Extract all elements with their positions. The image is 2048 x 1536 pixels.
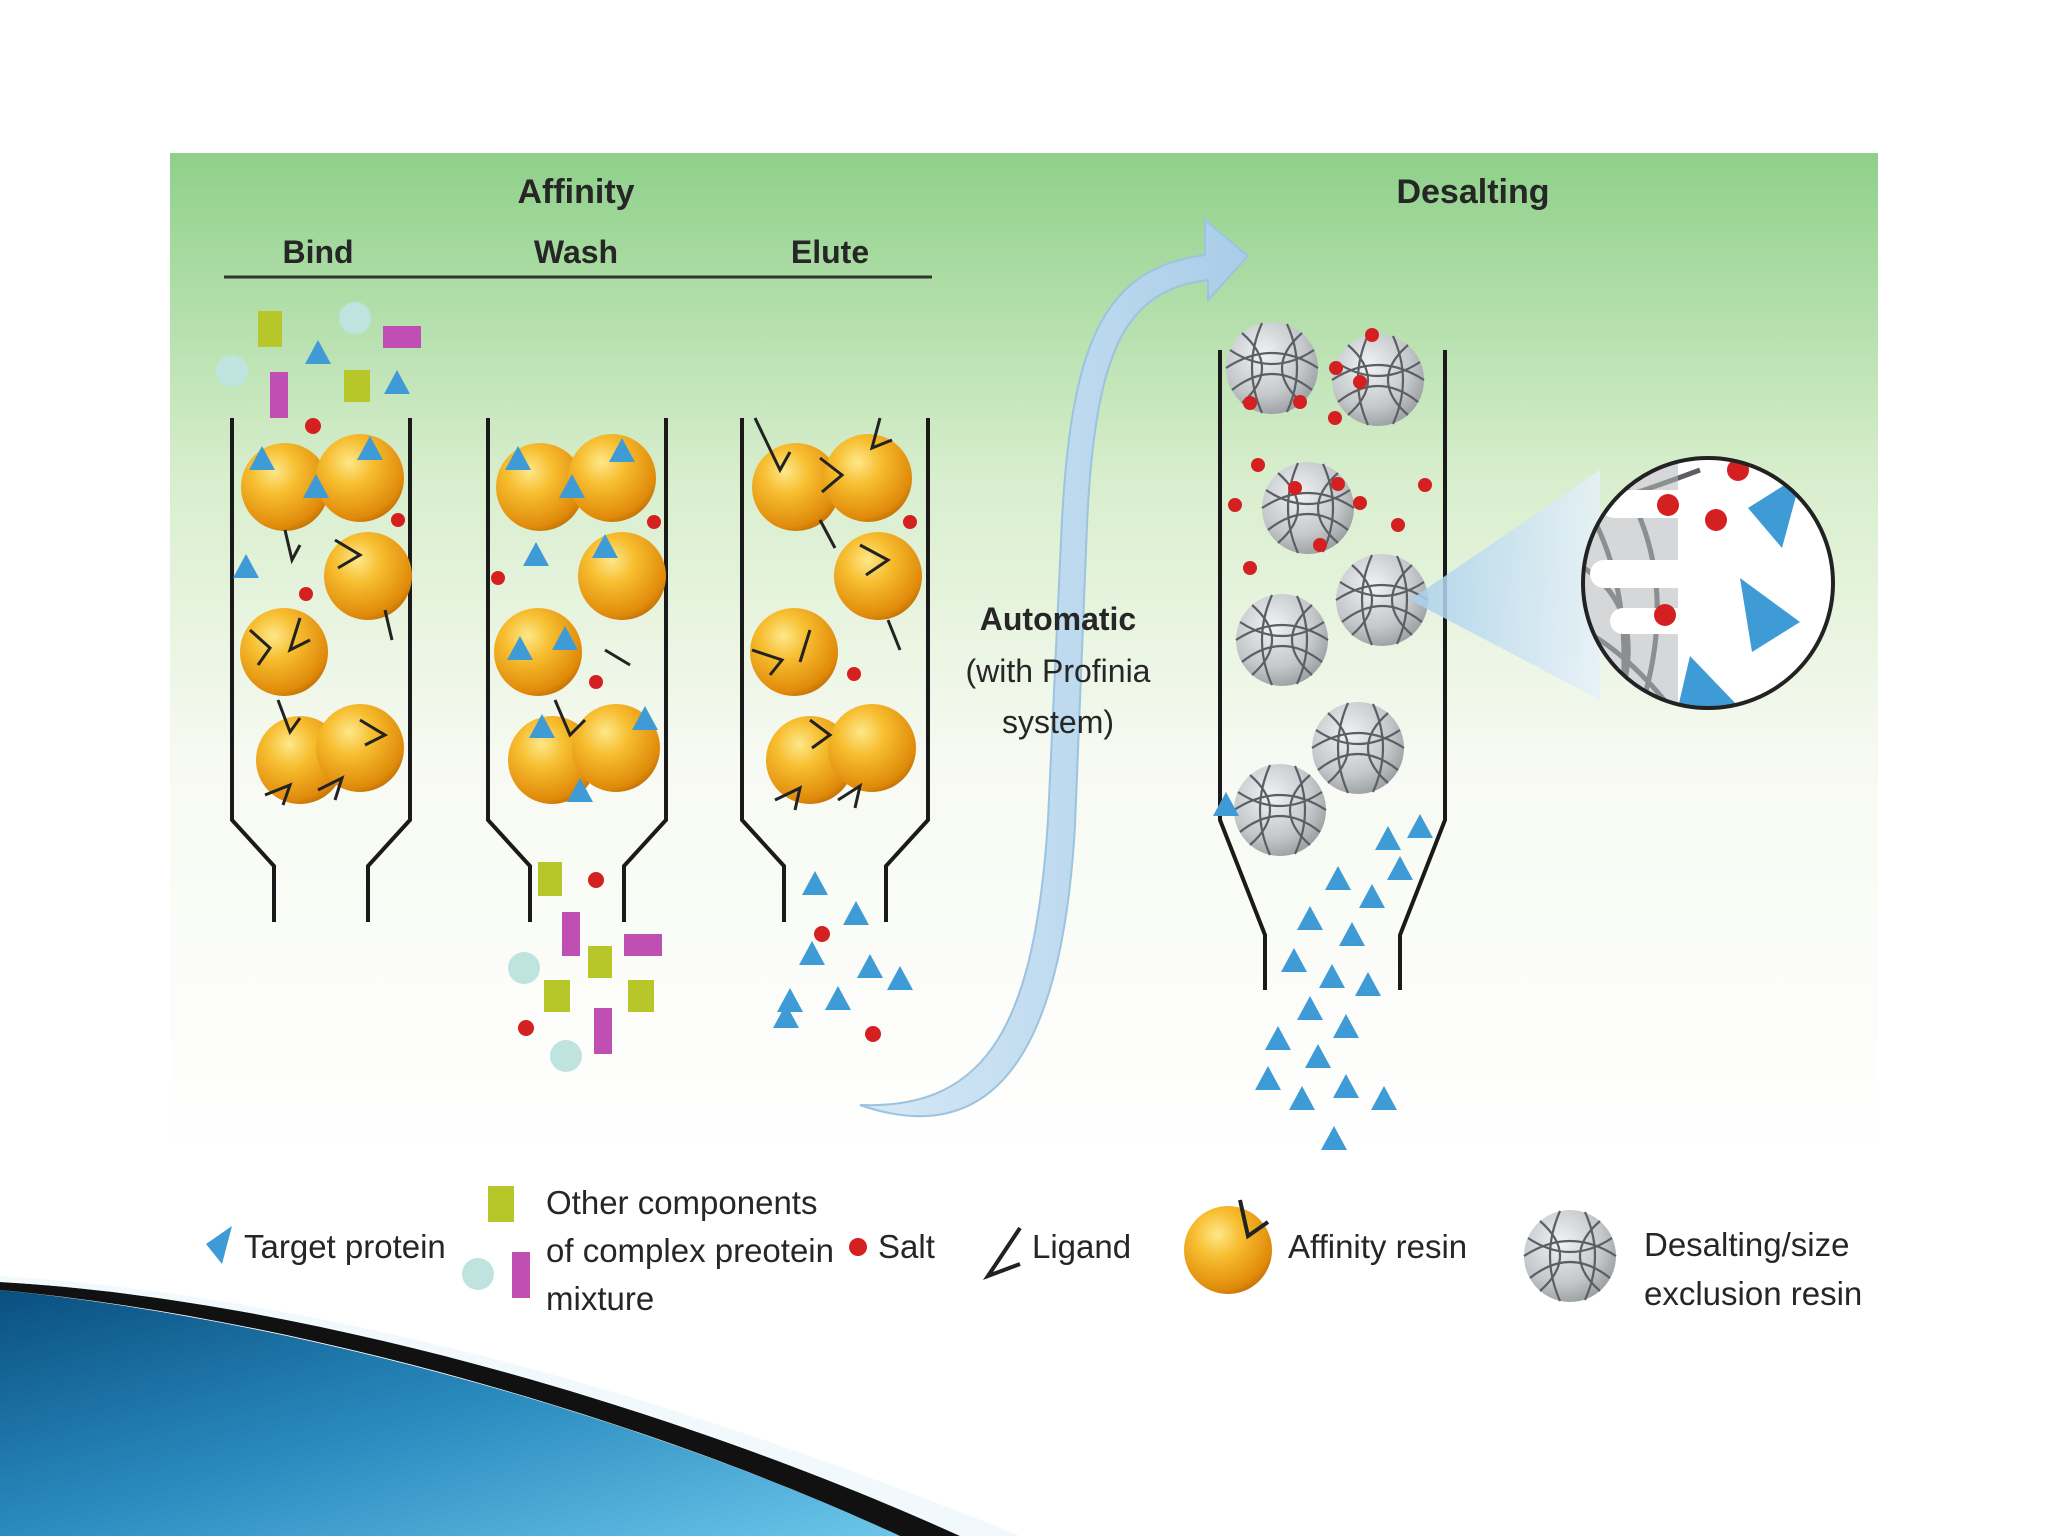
affinity-bead: [240, 608, 328, 696]
contaminant-rect: [270, 372, 288, 418]
affinity-bead: [316, 434, 404, 522]
ligand-group: [248, 529, 394, 806]
elute-column: [740, 417, 930, 1042]
desalting-bead: [1260, 460, 1356, 556]
desalting-bead: [1310, 700, 1406, 796]
automatic-transfer-arrow: [859, 217, 1250, 1118]
contaminant-square: [588, 946, 612, 978]
affinity-bead: [828, 704, 916, 792]
legend-target-protein-icon: [206, 1226, 232, 1264]
arrow-label-line-1: Automatic: [980, 601, 1136, 637]
legend-ligand-icon: [982, 1226, 1022, 1281]
contaminant-rect: [562, 912, 580, 956]
affinity-bead: [324, 532, 412, 620]
salt-dot: [647, 515, 661, 529]
salt-dot: [518, 1020, 534, 1036]
column-wall: [486, 418, 532, 922]
contaminant-circle: [339, 302, 371, 334]
legend-salt-label: Salt: [878, 1228, 935, 1265]
step-elute-label: Elute: [791, 234, 869, 270]
legend-affinity-resin-icon: [1184, 1206, 1272, 1294]
affinity-bead: [834, 532, 922, 620]
affinity-bead: [578, 532, 666, 620]
step-bind-label: Bind: [282, 234, 353, 270]
legend-circle-icon: [462, 1258, 494, 1290]
arrow-label-line-2: (with Profinia: [966, 653, 1151, 689]
contaminant-square: [258, 311, 282, 347]
ligand-group: [553, 648, 631, 738]
salt-dot: [391, 513, 405, 527]
affinity-bead: [316, 704, 404, 792]
legend-affinity-resin-label: Affinity resin: [1288, 1228, 1467, 1265]
salt-dot: [589, 675, 603, 689]
target-protein: [1676, 656, 1738, 708]
legend: Target protein Other components of compl…: [206, 1184, 1862, 1317]
arrow-label-line-3: system): [1002, 704, 1114, 740]
affinity-bead: [568, 434, 656, 522]
legend-desalting-resin-line-2: exclusion resin: [1644, 1275, 1862, 1312]
salt-dot: [491, 571, 505, 585]
contaminant-circle: [550, 1040, 582, 1072]
salt-dot: [588, 872, 604, 888]
legend-rect-icon: [512, 1252, 530, 1298]
contaminant-rect: [594, 1008, 612, 1054]
legend-target-protein-label: Target protein: [244, 1228, 446, 1265]
salt-dot: [865, 1026, 881, 1042]
contaminant-circle: [216, 355, 248, 387]
affinity-title: Affinity: [517, 173, 634, 211]
desalting-bead: [1232, 762, 1328, 858]
ligand-group: [751, 417, 902, 811]
salt-dot: [299, 587, 313, 601]
column-wall: [740, 418, 786, 922]
affinity-bead: [494, 608, 582, 696]
zoom-cone: [1410, 470, 1600, 700]
salt-dot: [847, 667, 861, 681]
contaminant-square: [538, 862, 562, 896]
contaminant-rect: [624, 934, 662, 956]
column-wall: [884, 418, 930, 922]
contaminant-square: [628, 980, 654, 1012]
salt-dot: [903, 515, 917, 529]
legend-desalting-resin-icon: [1522, 1208, 1618, 1304]
column-wall: [1218, 350, 1267, 990]
contaminant-circle: [508, 952, 540, 984]
legend-desalting-resin-line-1: Desalting/size: [1644, 1226, 1849, 1263]
salt-dot: [305, 418, 321, 434]
target-protein: [1740, 578, 1800, 652]
salt-group: [1228, 328, 1432, 575]
slide-swoosh-decoration: [0, 1276, 1020, 1536]
legend-other-components-line-1: Other components: [546, 1184, 817, 1221]
contaminant-square: [544, 980, 570, 1012]
desalting-title: Desalting: [1396, 173, 1549, 211]
target-protein: [1748, 474, 1802, 548]
affinity-bead: [750, 608, 838, 696]
legend-salt-icon: [849, 1238, 867, 1256]
legend-square-icon: [488, 1186, 514, 1222]
contaminant-rect: [383, 326, 421, 348]
step-wash-label: Wash: [534, 234, 618, 270]
contaminant-square: [344, 370, 370, 402]
desalting-bead: [1234, 592, 1330, 688]
bind-column: [216, 302, 421, 922]
legend-other-components-line-3: mixture: [546, 1280, 654, 1317]
legend-ligand-label: Ligand: [1032, 1228, 1131, 1265]
column-wall: [622, 418, 668, 922]
column-wall: [230, 418, 276, 922]
desalting-bead: [1330, 332, 1426, 428]
column-wall: [366, 418, 412, 922]
legend-other-components-line-2: of complex preotein: [546, 1232, 834, 1269]
legend-affinity-resin-ligand: [1238, 1199, 1270, 1240]
wash-column: [486, 418, 668, 1072]
salt-dot: [814, 926, 830, 942]
